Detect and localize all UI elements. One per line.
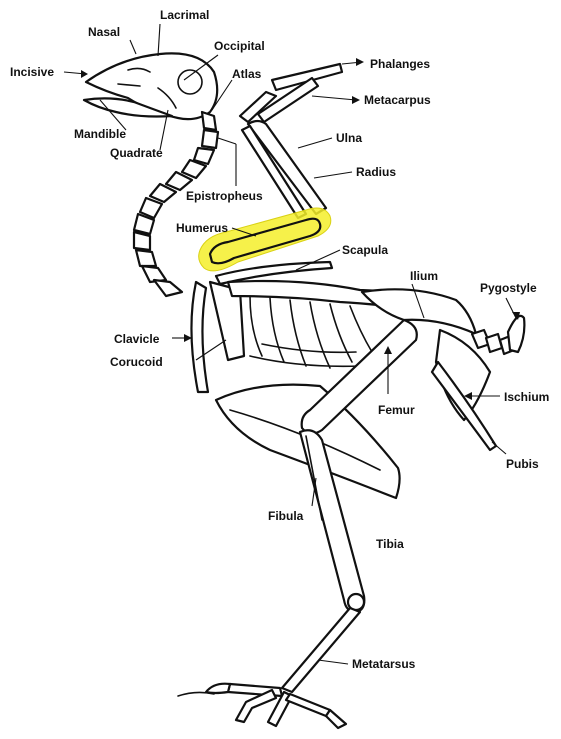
label-scapula: Scapula — [342, 243, 388, 257]
skull — [84, 53, 217, 119]
label-radius: Radius — [356, 165, 396, 179]
label-quadrate: Quadrate — [110, 146, 163, 160]
label-metacarpus: Metacarpus — [364, 93, 431, 107]
label-pubis: Pubis — [506, 457, 539, 471]
pygostyle-bone — [508, 316, 524, 352]
label-ischium: Ischium — [504, 390, 549, 404]
label-phalanges: Phalanges — [370, 57, 430, 71]
label-femur: Femur — [378, 403, 415, 417]
tail — [472, 316, 524, 354]
label-ulna: Ulna — [336, 131, 362, 145]
label-lacrimal: Lacrimal — [160, 8, 209, 22]
label-pygostyle: Pygostyle — [480, 281, 537, 295]
foot — [178, 684, 346, 728]
label-humerus: Humerus — [176, 221, 228, 235]
metatarsus-bone — [282, 608, 360, 692]
label-atlas: Atlas — [232, 67, 262, 81]
label-corucoid: Corucoid — [110, 355, 163, 369]
label-ilium: Ilium — [410, 269, 438, 283]
label-tibia: Tibia — [376, 537, 404, 551]
label-fibula: Fibula — [268, 509, 304, 523]
label-epistropheus: Epistropheus — [186, 189, 263, 203]
label-clavicle: Clavicle — [114, 332, 160, 346]
ilium-bone — [362, 289, 476, 334]
clavicle-bone — [191, 282, 208, 392]
label-metatarsus: Metatarsus — [352, 657, 416, 671]
label-incisive: Incisive — [10, 65, 54, 79]
label-nasal: Nasal — [88, 25, 120, 39]
humerus-highlight — [199, 208, 331, 271]
label-occipital: Occipital — [214, 39, 265, 53]
label-mandible: Mandible — [74, 127, 126, 141]
